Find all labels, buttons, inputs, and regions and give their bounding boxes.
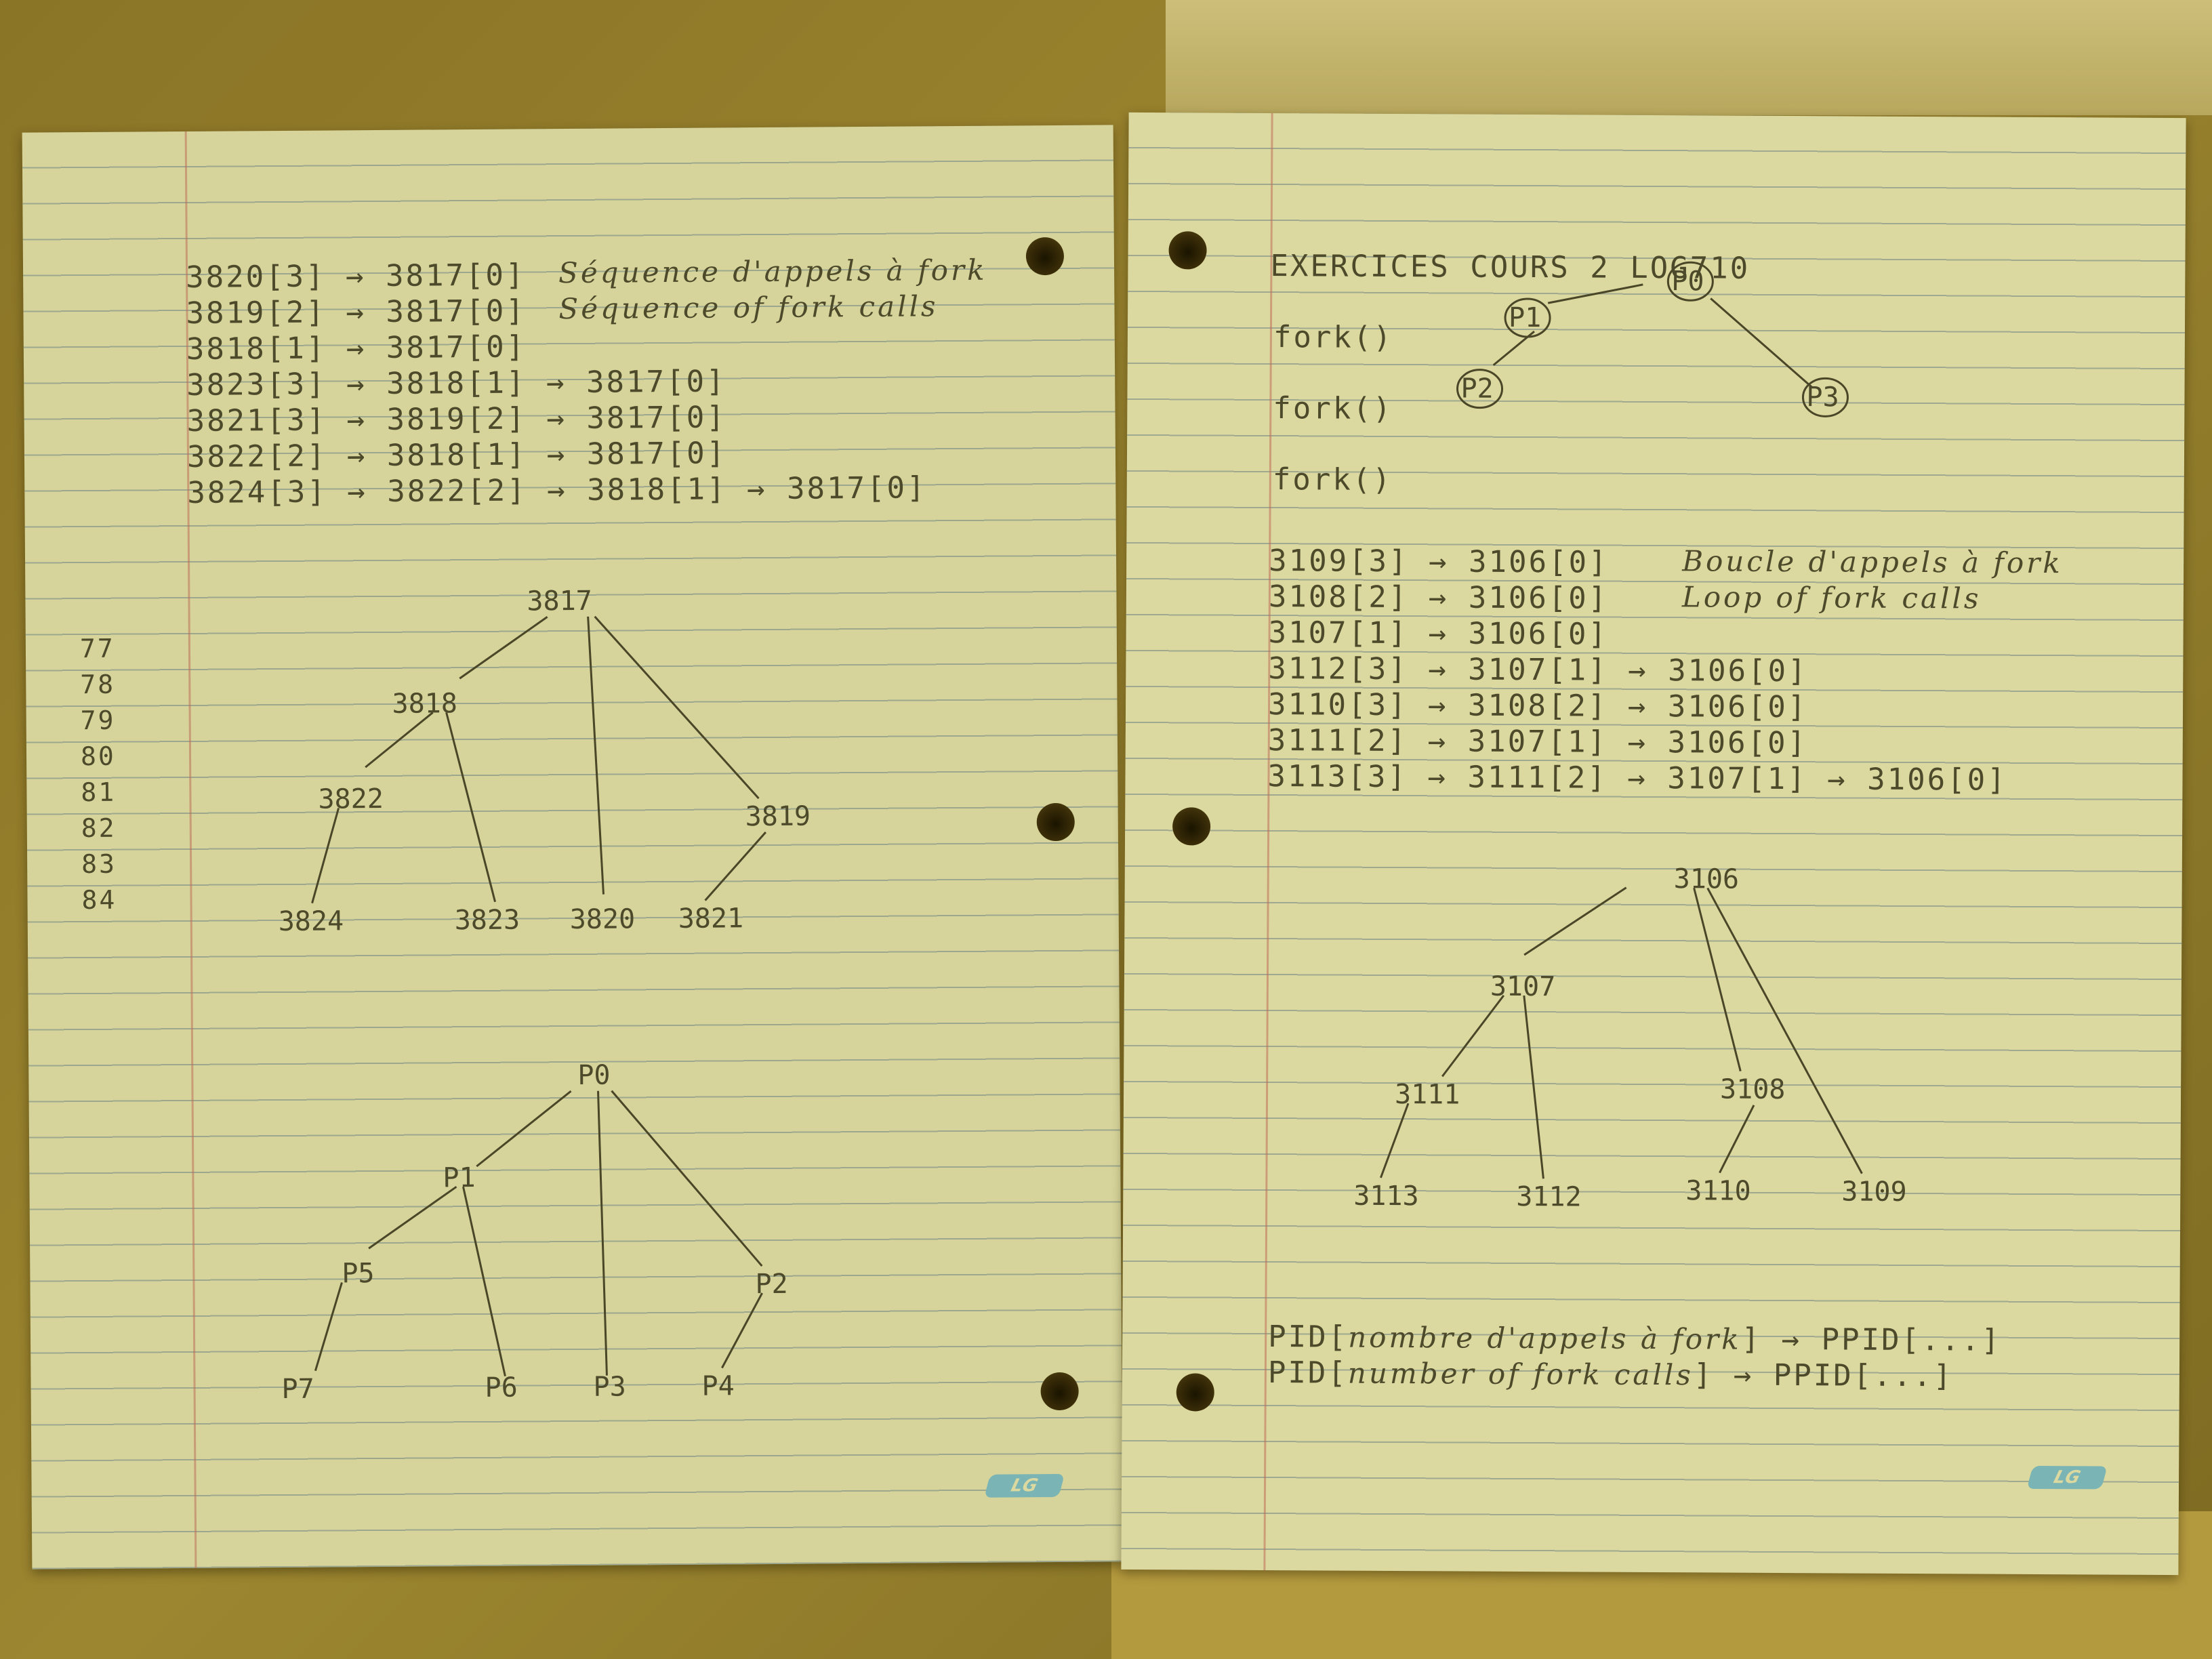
tree-node: 3819 [745,801,811,833]
tree-node: 3822 [318,783,384,815]
tree-node: 3107 [1490,971,1556,1003]
tree-node: P4 [701,1370,734,1401]
tree-node: P7 [281,1374,314,1405]
left-notebook-page: 3820[3] → 3817[0] 3819[2] → 3817[0] 3818… [22,125,1124,1570]
legend-line: PID[number of fork calls] → PPID[...] [1267,1355,1954,1394]
tree-node: 3817 [527,586,592,617]
tree-node: 3818 [392,688,457,720]
tree-node: 3108 [1720,1074,1786,1106]
tree-node: P1 [1509,302,1541,333]
notebook-brand-logo: LG [2026,1465,2108,1490]
tree-node: P5 [342,1258,374,1289]
tree-node: P2 [755,1269,787,1300]
tree-node: 3110 [1685,1175,1751,1207]
node-circle [1666,261,1714,302]
tree-node: 3823 [455,905,520,937]
node-circle [1456,369,1504,409]
pid-process-tree: 3106 3107 3108 3111 3113 3112 3110 3109 [1353,863,1907,1213]
tree-node: 3106 [1674,863,1740,895]
small-process-tree: P0 P1 P2 P3 [1456,261,1849,417]
tree-node: 3113 [1353,1181,1419,1212]
right-notebook-page: EXERCICES COURS 2 LOG710 fork() fork() f… [1121,112,2186,1576]
notebook-brand-logo: LG [984,1473,1065,1498]
tree-node: P0 [577,1060,610,1091]
tree-node: 3109 [1841,1176,1907,1208]
tree-node: 3824 [279,905,344,937]
tree-node: 3111 [1395,1079,1460,1111]
tree-node: P0 [1671,266,1704,297]
tree-node: P6 [485,1372,517,1404]
tree-node: P1 [443,1162,475,1193]
pid-process-tree: 3817 3818 3819 3822 3824 3823 3820 3821 … [279,586,811,1405]
legend-line: PID[nombre d'appels à fork] → PPID[...] [1268,1319,2002,1358]
background-paper-stack [1166,0,2212,115]
tree-node: 3820 [570,903,636,935]
node-circle [1504,298,1551,338]
node-circle [1801,377,1849,417]
tree-node: 3821 [678,903,744,935]
tree-node: P2 [1460,373,1493,405]
tree-node: 3112 [1516,1181,1582,1213]
tree-node: P3 [593,1371,626,1402]
tree-node: P3 [1806,382,1839,413]
